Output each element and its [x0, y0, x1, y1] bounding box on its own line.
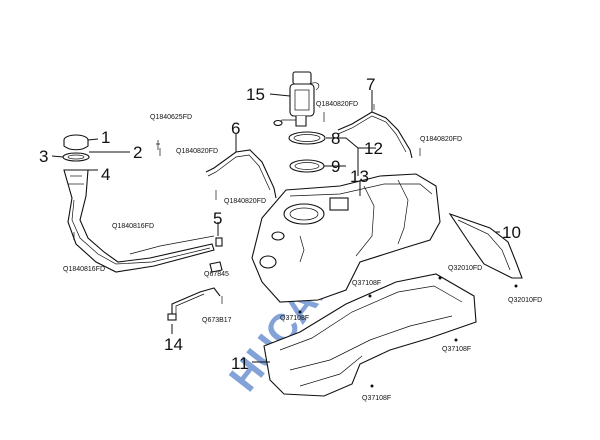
code-q1840820fd-c: Q1840820FD: [420, 136, 462, 143]
skid-plate: [263, 273, 477, 397]
callout-12: 12: [364, 139, 383, 158]
filler-gasket: [62, 152, 90, 162]
callout-11: 11: [231, 354, 249, 373]
tank-strap-right: [337, 111, 413, 159]
fuel-line: [167, 287, 221, 321]
code-q1840816fd-b: Q1840816FD: [63, 266, 105, 273]
code-q37108f-d: Q37108F: [362, 395, 391, 402]
callout-5: 5: [213, 209, 222, 228]
code-q1840820fd-b: Q1840820FD: [316, 101, 358, 108]
code-q1840820fd-d: Q1840820FD: [224, 198, 266, 205]
callout-8: 8: [331, 129, 340, 148]
filler-neck-tube: [63, 169, 215, 273]
fastener-dots: [298, 276, 518, 388]
code-q1840820fd-a: Q1840820FD: [176, 148, 218, 155]
callout-4: 4: [101, 165, 110, 184]
fuel-pump-module: [273, 71, 320, 127]
callout-15: 15: [246, 85, 265, 104]
callout-13: 13: [350, 167, 369, 186]
callout-14: 14: [164, 335, 183, 354]
code-q673b17: Q673B17: [202, 317, 232, 324]
code-q67845: Q67845: [204, 271, 229, 278]
tank-strap-left: [205, 149, 277, 199]
code-q37108f-c: Q37108F: [442, 346, 471, 353]
code-q1840625fd: Q1840625FD: [150, 114, 192, 121]
heat-shield-bracket: [448, 212, 523, 279]
callout-6: 6: [231, 119, 240, 138]
callout-3: 3: [39, 147, 48, 166]
callout-10: 10: [502, 223, 521, 242]
lock-ring: [288, 131, 326, 145]
seal-ring: [289, 159, 325, 173]
callout-2: 2: [133, 143, 142, 162]
code-q37108f-b: Q37108F: [280, 315, 309, 322]
callouts: 1 2 3 4 5 6 7 8 9 10 11 12 13 14 15: [39, 75, 521, 373]
code-q32010fd-a: Q32010FD: [448, 265, 482, 272]
leader-lines: [51, 90, 500, 363]
code-q1840816fd-a: Q1840816FD: [112, 223, 154, 230]
callout-9: 9: [331, 157, 340, 176]
callout-7: 7: [366, 75, 375, 94]
fuel-tank: [251, 173, 441, 303]
code-q37108f-a: Q37108F: [352, 280, 381, 287]
clamp-5: [209, 237, 223, 273]
fuel-filler-cap: [63, 134, 89, 151]
bolt-hardware: [73, 104, 421, 304]
part-codes: Q1840625FD Q1840820FD Q1840820FD Q184082…: [63, 101, 542, 402]
callout-1: 1: [101, 128, 110, 147]
code-q32010fd-b: Q32010FD: [508, 297, 542, 304]
